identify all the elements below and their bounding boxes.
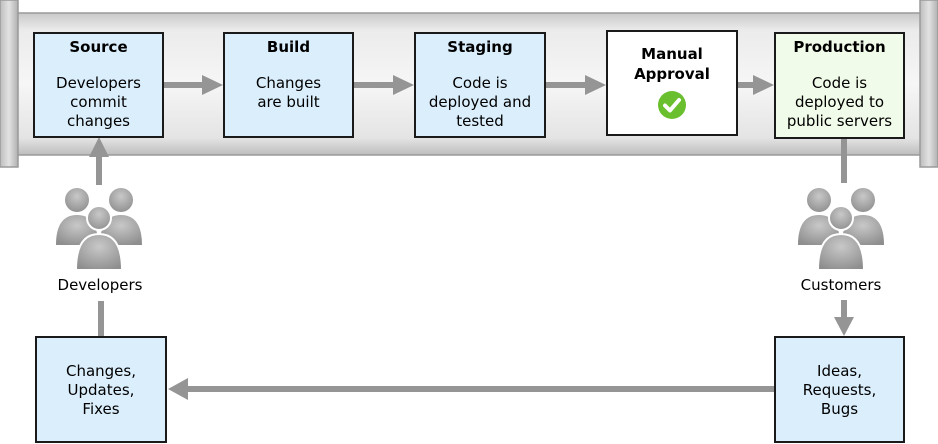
check-circle-icon	[658, 91, 686, 119]
stage-title: Production	[793, 38, 886, 56]
ideas-text: Ideas, Requests, Bugs	[802, 362, 877, 418]
staging-stage: Staging Code is deployed and tested	[414, 32, 546, 138]
stage-description: Code is deployed to public servers	[786, 74, 893, 130]
production-stage: Production Code is deployed to public se…	[774, 32, 905, 139]
build-stage: Build Changes are built	[223, 32, 354, 138]
stage-title: Source	[69, 38, 128, 56]
arrowhead-staging-approval	[585, 75, 606, 95]
stage-title: Staging	[447, 38, 513, 56]
arrowhead-source-build	[202, 75, 223, 95]
stage-description: Developers commit changes	[56, 74, 141, 130]
developers-label: Developers	[57, 276, 143, 294]
stage-title: Manual Approval	[634, 45, 710, 83]
stage-title: Build	[266, 38, 311, 56]
arrowhead-build-staging	[393, 75, 414, 95]
manual-approval-stage: Manual Approval	[606, 30, 738, 136]
arrowhead-developers-source	[89, 137, 109, 157]
ideas-requests-bugs-box: Ideas, Requests, Bugs	[774, 336, 905, 443]
changes-updates-fixes-box: Changes, Updates, Fixes	[35, 336, 167, 443]
arrowhead-ideas-changes	[168, 378, 188, 400]
arrowhead-customers-ideas	[834, 317, 854, 336]
pipe-right-cap	[919, 0, 938, 168]
arrowhead-approval-production	[753, 75, 774, 95]
customers-group-icon	[798, 188, 884, 271]
pipe-left-cap	[0, 0, 19, 168]
developers-group-icon	[56, 188, 142, 271]
stage-description: Code is deployed and tested	[428, 74, 532, 130]
customers-label: Customers	[800, 276, 882, 294]
stage-description: Changes are built	[255, 74, 322, 111]
source-stage: Source Developers commit changes	[33, 32, 164, 138]
changes-text: Changes, Updates, Fixes	[65, 362, 136, 418]
